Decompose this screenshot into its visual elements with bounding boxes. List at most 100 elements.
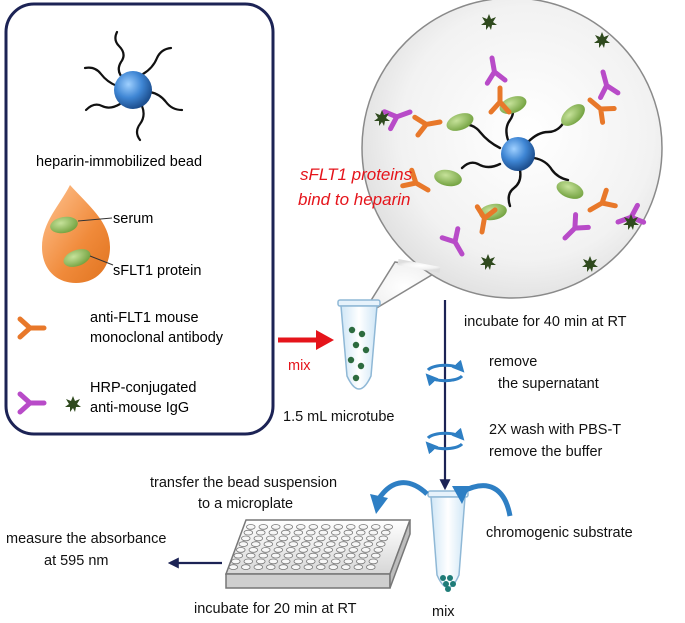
heparin-bead-icon — [83, 30, 184, 142]
bead-complex-icon — [374, 14, 644, 272]
plate-well — [258, 524, 269, 530]
plate-well — [353, 564, 364, 570]
plate-well — [248, 547, 259, 553]
legend-box — [4, 2, 275, 436]
plate-well — [241, 564, 251, 570]
plate-well — [368, 529, 379, 536]
wash-line1: 2X wash with PBS-T — [489, 422, 621, 438]
plate-well — [316, 564, 326, 570]
plate-well — [308, 552, 319, 559]
plate-well — [338, 541, 349, 547]
plate-well — [311, 547, 321, 553]
plate-well — [266, 564, 276, 570]
plate-well — [326, 541, 336, 547]
plate-well — [381, 529, 391, 536]
plate-well — [371, 524, 381, 530]
plate-well — [376, 541, 386, 547]
plate-well — [306, 529, 316, 536]
plate-well — [303, 535, 314, 542]
plate-well — [258, 552, 269, 559]
plate-well — [293, 558, 304, 565]
plate-well — [296, 524, 306, 530]
plate-well — [321, 552, 331, 559]
binding-line1: sFLT1 proteins — [300, 165, 413, 184]
plate-well — [343, 529, 354, 536]
plate-well — [328, 535, 339, 542]
wash-line2: remove the buffer — [489, 444, 603, 460]
plate-well — [301, 541, 311, 547]
plate-well — [296, 552, 306, 559]
plate-well — [373, 547, 384, 553]
plate-well — [306, 558, 316, 565]
remove-line1: remove — [489, 354, 537, 370]
plate-well — [241, 535, 251, 542]
legend-protein-label: sFLT1 protein — [113, 263, 201, 279]
plate-well — [361, 547, 371, 553]
incubate-20-label: incubate for 20 min at RT — [194, 601, 357, 617]
plate-well — [243, 529, 254, 536]
plate-well — [356, 529, 366, 536]
bottom-tube-icon — [427, 490, 469, 592]
plate-well — [348, 547, 359, 553]
plate-well — [271, 524, 281, 530]
plate-well — [253, 535, 263, 542]
plate-well — [383, 524, 394, 530]
plate-well — [271, 552, 281, 559]
plate-well — [333, 552, 344, 559]
plate-well — [343, 558, 354, 565]
plate-well — [316, 535, 326, 542]
plate-well — [261, 547, 271, 553]
plate-well — [308, 524, 319, 530]
plate-well — [351, 541, 361, 547]
plate-well — [331, 529, 341, 536]
legend-bead-label: heparin-immobilized bead — [36, 154, 202, 170]
plate-well — [323, 547, 334, 553]
plate-well — [253, 564, 263, 570]
plate-well — [356, 558, 366, 565]
plate-well — [288, 541, 299, 547]
legend-antibody-line2: monoclonal antibody — [90, 330, 224, 346]
plate-well — [378, 535, 389, 542]
plate-well — [276, 541, 286, 547]
plate-well — [268, 529, 279, 536]
mix-label: mix — [288, 358, 311, 374]
measure-line1: measure the absorbance — [6, 531, 166, 547]
plate-well — [336, 547, 346, 553]
plate-well — [341, 564, 351, 570]
plate-well — [363, 541, 374, 547]
mix-arrow — [278, 330, 334, 350]
plate-well — [246, 552, 256, 559]
plate-well — [366, 564, 376, 570]
plate-well — [318, 529, 329, 536]
plate-well — [341, 535, 351, 542]
plate-well — [303, 564, 314, 570]
plate-well — [298, 547, 309, 553]
plate-well — [293, 529, 304, 536]
plate-well — [328, 564, 339, 570]
transfer-line1: transfer the bead suspension — [150, 475, 337, 491]
plate-well — [318, 558, 329, 565]
plate-well — [358, 552, 369, 559]
microtube-label: 1.5 mL microtube — [283, 409, 394, 425]
legend-serum-label: serum — [113, 211, 153, 227]
centrifuge-icon-1 — [425, 359, 465, 387]
remove-line2: the supernatant — [498, 376, 599, 392]
incubate-40-label: incubate for 40 min at RT — [464, 314, 627, 330]
plate-well — [228, 564, 239, 570]
chromogenic-label: chromogenic substrate — [486, 525, 633, 541]
centrifuge-icon-2 — [425, 427, 465, 455]
plate-well — [278, 535, 289, 542]
plate-well — [278, 564, 289, 570]
plate-well — [366, 535, 376, 542]
legend-igg-line1: HRP-conjugated — [90, 380, 196, 396]
plate-well — [346, 552, 356, 559]
transfer-curve-arrow — [370, 480, 429, 514]
transfer-line2: to a microplate — [198, 496, 293, 512]
plate-well — [331, 558, 341, 565]
plate-well — [243, 558, 254, 565]
plate-well — [236, 547, 246, 553]
plate-well — [281, 529, 291, 536]
plate-well — [291, 564, 301, 570]
plate-well — [283, 552, 294, 559]
